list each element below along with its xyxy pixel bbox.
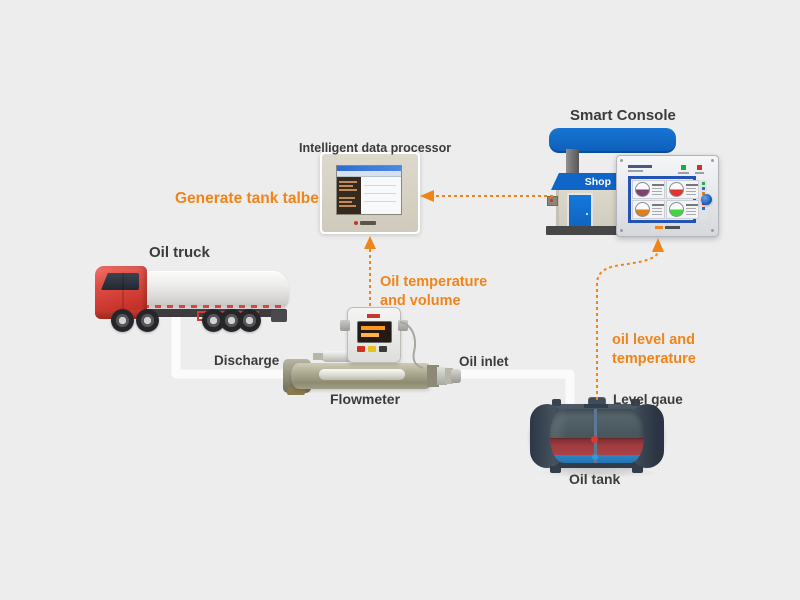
status-red-label [695, 172, 704, 174]
flowmeter-tube-stub [313, 353, 323, 360]
wall-sensor [547, 196, 558, 206]
console-title-text [628, 165, 652, 168]
tank-foot [550, 466, 561, 473]
oil-tank-label: Oil tank [569, 471, 621, 487]
flowmeter-red-button [357, 346, 365, 352]
annotation-line: oil level and [612, 332, 695, 348]
flowmeter-end-cap [451, 369, 461, 383]
tank-gauge-dial [669, 202, 684, 217]
door-handle [586, 213, 588, 215]
flowmeter-cable-gland [340, 320, 350, 331]
flowmeter-display-head [340, 307, 408, 363]
level-gauge-oil-float [591, 436, 598, 443]
tank-lug [631, 399, 640, 406]
screw-icon [711, 159, 714, 162]
shop-sign-text: Shop [584, 175, 611, 188]
annotation-line: and volume [380, 293, 461, 309]
flowmeter-yellow-button [368, 346, 376, 352]
processor-table-area [361, 177, 401, 214]
arrow-up-icon [652, 238, 664, 252]
annotation-line: temperature [612, 351, 696, 367]
discharge-label: Discharge [214, 353, 280, 368]
flowmeter-fitting [445, 368, 453, 384]
tank-gauge-panel [666, 200, 699, 219]
flowmeter-digits [361, 326, 385, 330]
flowmeter-label: Flowmeter [330, 391, 401, 407]
tank-gauge-panel [666, 180, 699, 199]
smart-console-label: Smart Console [570, 107, 676, 124]
shop-sign: Shop [551, 173, 617, 190]
station-canopy [549, 128, 676, 153]
flowmeter-coupling-tab [287, 387, 305, 395]
status-red-icon [697, 165, 702, 170]
tank-gauge-dial [635, 182, 650, 197]
oil-temperature-volume-annotation: Oil temperature and volume [380, 273, 487, 311]
gauge-readout-text [686, 204, 698, 215]
oil-inlet-label: Oil inlet [459, 354, 509, 369]
generate-tank-table-annotation: Generate tank talbe [175, 190, 319, 207]
tank-gauge-dial [635, 202, 650, 217]
console-screen [628, 176, 707, 223]
tank-gauge-dial [669, 182, 684, 197]
oil-truck-illustration [95, 258, 291, 336]
signal-gauge-to-console [596, 250, 659, 400]
tank-cutaway [550, 409, 644, 463]
flowmeter-dark-button [379, 346, 387, 352]
flowmeter-fitting [427, 365, 439, 387]
level-gauge-flange [584, 404, 608, 408]
tank-lug [552, 399, 561, 406]
processor-menubar [337, 171, 401, 177]
shop-door [567, 193, 593, 232]
processor-titlebar [337, 166, 401, 171]
data-processor-label: Intelligent data processor [299, 141, 452, 155]
console-subtitle-text [628, 170, 643, 172]
tank-shadow [536, 468, 660, 478]
truck-wheel [238, 309, 261, 332]
smart-console-device [616, 155, 719, 237]
flowmeter-digits [361, 333, 379, 337]
truck-tank-stripe [143, 305, 283, 308]
truck-window [101, 273, 139, 290]
truck-wheel [111, 309, 134, 332]
oil-level-temperature-annotation: oil level and temperature [612, 331, 696, 369]
tank-gauge-panel [632, 200, 665, 219]
flowmeter-fitting [437, 367, 447, 385]
gauge-readout-text [652, 184, 664, 195]
arrow-left-icon [420, 190, 434, 202]
arrow-up-icon [364, 236, 376, 249]
truck-tank-body [139, 271, 289, 310]
tank-gauge-panel [632, 180, 665, 199]
tank-gauge-grid [631, 179, 707, 220]
screw-icon [620, 159, 623, 162]
oil-tank-illustration [528, 397, 668, 483]
truck-door-line [122, 273, 124, 313]
status-green-label [678, 172, 689, 174]
level-gauge-water-float [592, 454, 598, 460]
screw-icon [711, 229, 714, 232]
annotation-line: Oil temperature [380, 274, 488, 290]
gauge-readout-text [652, 204, 664, 215]
station-base [546, 226, 654, 235]
gauge-readout-text [686, 184, 698, 195]
data-processor-device [320, 152, 420, 234]
console-power-button[interactable] [701, 194, 712, 205]
tank-foot [632, 466, 643, 473]
flowmeter-illustration [283, 303, 465, 397]
flowmeter-brand-mark [367, 314, 380, 318]
screw-icon [620, 229, 623, 232]
truck-wheel [136, 309, 159, 332]
processor-screen [336, 165, 402, 215]
flowmeter-display [357, 321, 392, 343]
flowmeter-body-highlight [319, 369, 405, 380]
console-brand-mark [655, 226, 680, 229]
flowmeter-cable-gland [398, 320, 408, 331]
processor-brand-mark [354, 221, 386, 226]
processor-data-list [337, 177, 361, 214]
status-green-icon [681, 165, 686, 170]
level-gauge-label: Level gaue [613, 392, 683, 407]
oil-truck-label: Oil truck [149, 244, 210, 261]
